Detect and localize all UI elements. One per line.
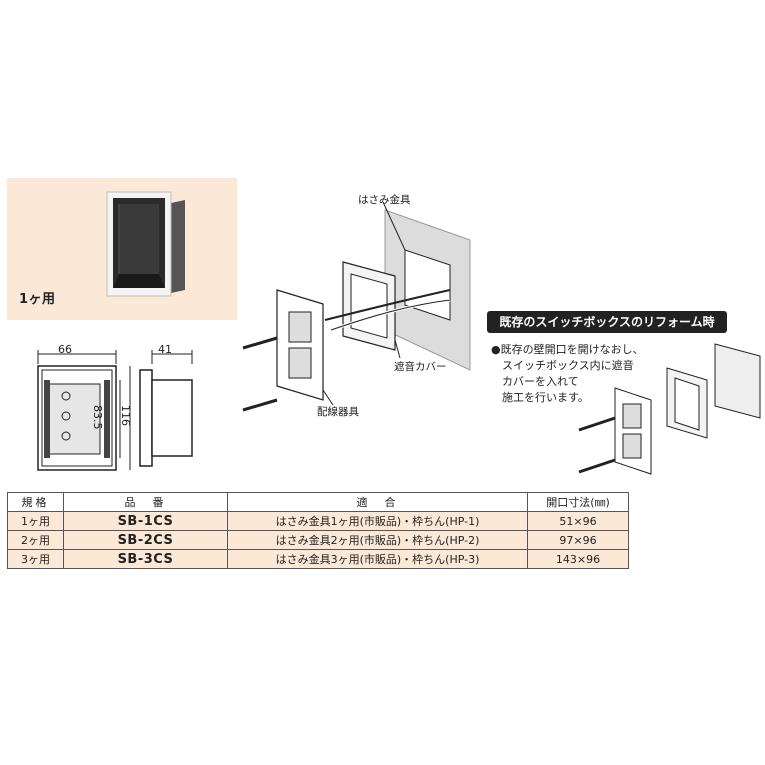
- header-opening: 開口寸法(㎜): [527, 492, 629, 512]
- spec-table: 規格 品 番 適 合 開口寸法(㎜) 1ヶ用 SB-1CS はさみ金具1ヶ用(市…: [7, 492, 629, 569]
- cell-model: SB-2CS: [63, 530, 228, 550]
- dim-outer-height-label: 116: [119, 405, 132, 426]
- dim-depth-label: 41: [158, 343, 172, 356]
- product-photo-panel: 1ヶ用: [7, 178, 237, 320]
- cell-fit: はさみ金具2ヶ用(市販品)・枠ちん(HP-2): [227, 530, 528, 550]
- cell-fit: はさみ金具1ヶ用(市販品)・枠ちん(HP-1): [227, 511, 528, 531]
- header-spec: 規格: [7, 492, 64, 512]
- header-fit: 適 合: [227, 492, 528, 512]
- table-row: 3ヶ用 SB-3CS はさみ金具3ヶ用(市販品)・枠ちん(HP-3) 143×9…: [7, 549, 629, 569]
- cell-fit: はさみ金具3ヶ用(市販品)・枠ちん(HP-3): [227, 549, 528, 569]
- reform-note-line: スイッチボックス内に遮音: [502, 359, 634, 372]
- cell-opening: 51×96: [527, 511, 629, 531]
- dim-width-label: 66: [58, 343, 72, 356]
- dim-inner-height-label: 83.5: [91, 405, 104, 430]
- reform-diagram: [578, 343, 761, 475]
- cell-spec: 3ヶ用: [7, 549, 64, 569]
- reform-title: 既存のスイッチボックスのリフォーム時: [487, 311, 727, 333]
- reform-note-line: 施工を行います。: [502, 391, 589, 404]
- dimension-drawing: [37, 350, 193, 471]
- reform-note-line: ●既存の壁開口を開けなおし、: [491, 343, 644, 356]
- table-header-row: 規格 品 番 適 合 開口寸法(㎜): [7, 492, 629, 512]
- table-row: 1ヶ用 SB-1CS はさみ金具1ヶ用(市販品)・枠ちん(HP-1) 51×96: [7, 511, 629, 531]
- cell-spec: 2ヶ用: [7, 530, 64, 550]
- header-model: 品 番: [63, 492, 228, 512]
- cell-opening: 97×96: [527, 530, 629, 550]
- cell-spec: 1ヶ用: [7, 511, 64, 531]
- clamp-label: はさみ金具: [358, 194, 411, 206]
- reform-note: ●既存の壁開口を開けなおし、 スイッチボックス内に遮音 カバーを入れて 施工を行…: [491, 342, 644, 406]
- photo-label: 1ヶ用: [19, 292, 56, 307]
- table-row: 2ヶ用 SB-2CS はさみ金具2ヶ用(市販品)・枠ちん(HP-2) 97×96: [7, 530, 629, 550]
- installation-diagram: [242, 201, 471, 412]
- cell-opening: 143×96: [527, 549, 629, 569]
- cover-label: 遮音カバー: [394, 361, 447, 373]
- reform-note-line: カバーを入れて: [502, 375, 579, 388]
- sound-cover-product-image: [106, 191, 185, 297]
- cell-model: SB-1CS: [63, 511, 228, 531]
- device-label: 配線器具: [317, 406, 359, 418]
- cell-model: SB-3CS: [63, 549, 228, 569]
